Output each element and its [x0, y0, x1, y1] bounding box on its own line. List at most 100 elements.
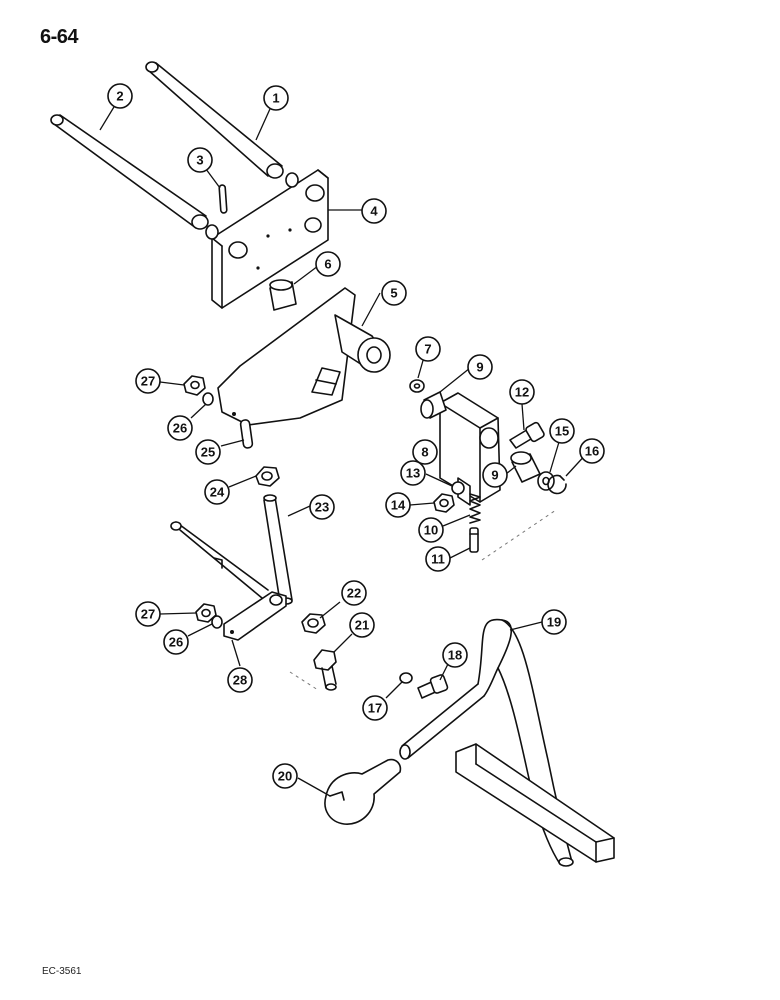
callout-circle: [107, 83, 133, 109]
callout-label: 16: [585, 444, 599, 459]
part-pin-9-upper: [420, 391, 447, 419]
page-number: 6-64: [40, 26, 79, 48]
part-shift-lever: [399, 618, 615, 867]
callout-c16: 16: [579, 438, 605, 464]
callout-circle: [412, 439, 438, 465]
callout-c25: 25: [195, 439, 221, 465]
callout-c27a: 27: [135, 368, 161, 394]
callout-circle: [227, 667, 253, 693]
callout-label: 4: [370, 204, 378, 219]
callout-circle: [135, 601, 161, 627]
callout-label: 17: [368, 701, 382, 716]
callout-label: 9: [476, 360, 483, 375]
callout-label: 12: [515, 385, 529, 400]
callout-label: 18: [448, 648, 462, 663]
callout-c13: 13: [400, 460, 426, 486]
callout-c5: 5: [381, 280, 407, 306]
part-pin-long-upper: [145, 61, 284, 179]
callout-circle: [135, 368, 161, 394]
callout-label: 10: [424, 523, 438, 538]
callout-c27b: 27: [135, 601, 161, 627]
part-washer-17: [399, 672, 413, 684]
callout-circle: [425, 546, 451, 572]
callout-label: 22: [347, 586, 361, 601]
callout-circle: [381, 280, 407, 306]
callout-circle: [579, 438, 605, 464]
part-rod-23: [263, 494, 293, 605]
callout-label: 3: [196, 153, 203, 168]
callout-c12: 12: [509, 379, 535, 405]
callout-circle: [385, 492, 411, 518]
part-snap-ring: [547, 474, 567, 495]
part-nut-14: [433, 493, 455, 513]
callout-label: 20: [278, 769, 292, 784]
callout-circle: [418, 517, 444, 543]
callout-c9b: 9: [482, 462, 508, 488]
callout-c9a: 9: [467, 354, 493, 380]
part-nut-22: [301, 613, 326, 634]
callout-c19: 19: [541, 609, 567, 635]
callout-label: 15: [555, 424, 569, 439]
callout-circle: [349, 612, 375, 638]
callout-label: 8: [421, 445, 428, 460]
callout-label: 5: [390, 286, 397, 301]
callout-circle: [263, 85, 289, 111]
callout-label: 25: [201, 445, 215, 460]
part-nut-27-upper: [183, 375, 206, 396]
callout-label: 26: [173, 421, 187, 436]
callout-circle: [195, 439, 221, 465]
part-nut-24: [255, 466, 280, 487]
part-ball-13: [451, 481, 465, 495]
callout-label: 13: [406, 466, 420, 481]
callout-balloons: 1234567899101112131415161718192021222324…: [107, 83, 605, 789]
callout-c11: 11: [425, 546, 451, 572]
callout-circle: [341, 580, 367, 606]
part-mounting-plate: [205, 169, 329, 309]
callout-circle: [467, 354, 493, 380]
callout-c6: 6: [315, 251, 341, 277]
callout-circle: [163, 629, 189, 655]
callout-label: 9: [491, 468, 498, 483]
callout-circle: [415, 336, 441, 362]
part-clevis-pin: [289, 649, 337, 691]
callout-circle: [400, 460, 426, 486]
callout-c15: 15: [549, 418, 575, 444]
callout-c23: 23: [309, 494, 335, 520]
callout-circle: [442, 642, 468, 668]
callout-label: 7: [424, 342, 431, 357]
callout-circle: [362, 695, 388, 721]
callout-c21: 21: [349, 612, 375, 638]
callout-label: 11: [431, 552, 445, 567]
callout-circle: [272, 763, 298, 789]
callout-label: 2: [116, 89, 123, 104]
part-nut-27-lower: [195, 603, 217, 623]
callout-label: 26: [169, 635, 183, 650]
callout-c20: 20: [272, 763, 298, 789]
callout-c2: 2: [107, 83, 133, 109]
callout-circle: [509, 379, 535, 405]
callout-label: 28: [233, 673, 247, 688]
part-bolt-12: [509, 421, 545, 449]
part-lever-plate: [217, 287, 391, 426]
part-set-screw: [469, 527, 479, 553]
callout-circle: [482, 462, 508, 488]
callout-c26b: 26: [163, 629, 189, 655]
part-washer-15: [537, 471, 555, 491]
callout-c7: 7: [415, 336, 441, 362]
callout-circle: [167, 415, 193, 441]
callout-label: 6: [324, 257, 331, 272]
shadow-dash-line: [481, 509, 557, 561]
part-pin-25: [239, 419, 254, 449]
callout-circle: [361, 198, 387, 224]
part-knob: [324, 758, 402, 825]
callout-label: 21: [355, 618, 369, 633]
callout-c4: 4: [361, 198, 387, 224]
callout-circle: [541, 609, 567, 635]
part-bolt-18: [417, 674, 449, 699]
callout-label: 1: [272, 91, 279, 106]
callout-circle: [187, 147, 213, 173]
callout-c28: 28: [227, 667, 253, 693]
callout-circle: [315, 251, 341, 277]
